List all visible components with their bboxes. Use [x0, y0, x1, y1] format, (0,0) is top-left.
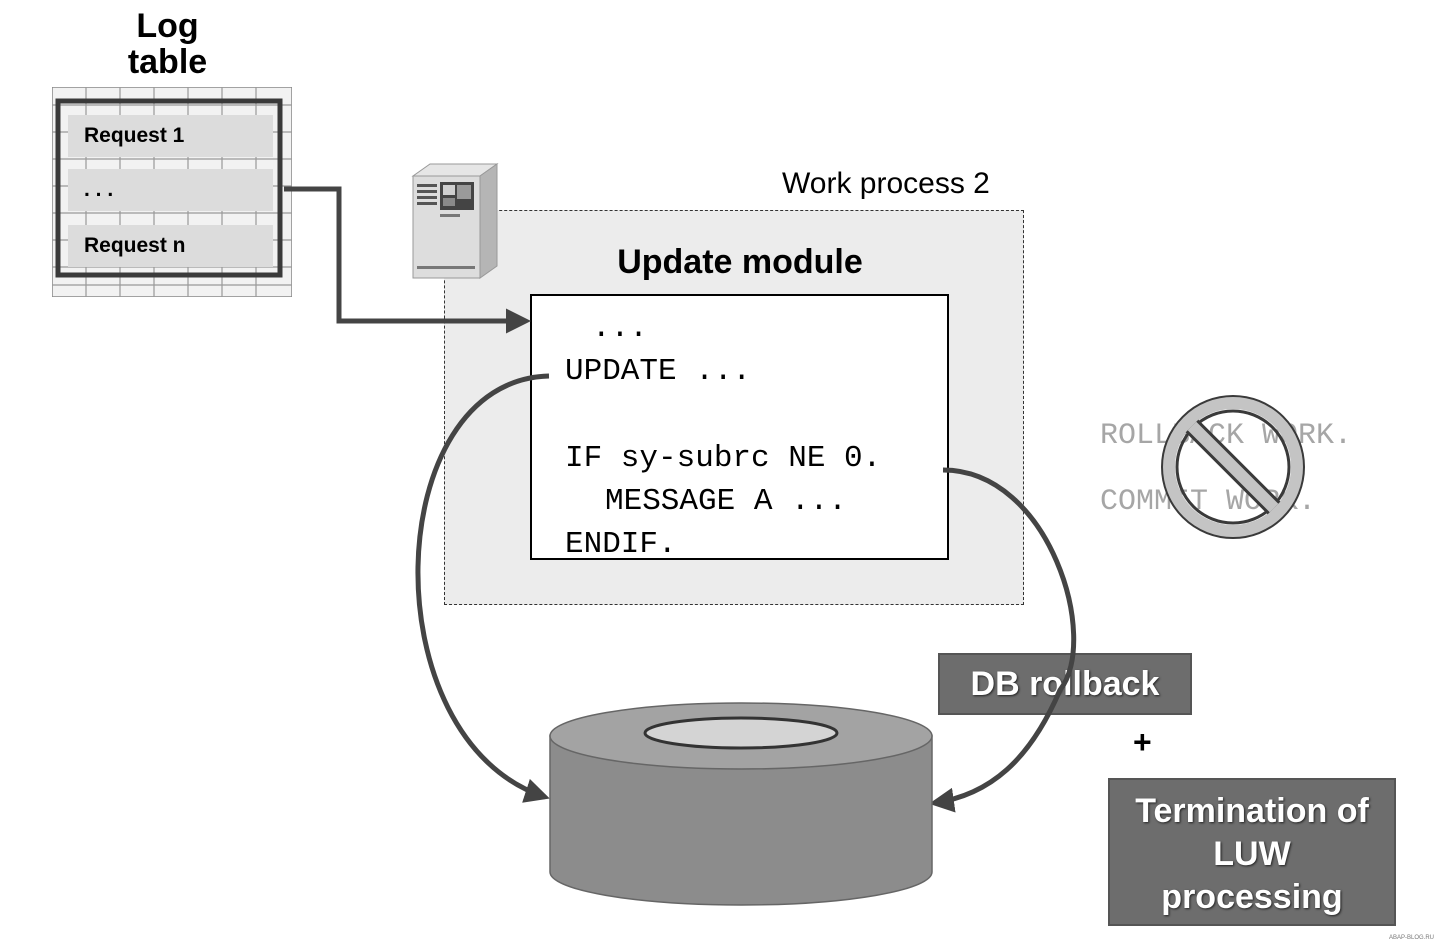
code-line-if: IF sy-subrc NE 0. [565, 441, 882, 476]
update-module-title: Update module [617, 243, 863, 281]
code-line-endif: ENDIF. [565, 527, 677, 562]
code-box: ... UPDATE ... IF sy-subrc NE 0. MESSAGE… [530, 294, 949, 562]
plus-sign: + [1133, 724, 1152, 760]
log-row-ellipsis: . . . [68, 169, 273, 211]
code-line-message: MESSAGE A ... [605, 484, 847, 519]
log-table-title-line1: Log [136, 7, 199, 45]
work-process-label: Work process 2 [782, 167, 990, 200]
termination-line3: processing [1161, 878, 1343, 916]
log-table-title: Log table [110, 8, 225, 80]
prohibition-icon [1161, 395, 1305, 539]
code-line-ellipsis: ... [592, 311, 648, 346]
update-to-db-arrow [415, 373, 550, 803]
termination-line2: LUW [1213, 835, 1291, 873]
log-to-module-arrow [284, 186, 531, 334]
code-line-update: UPDATE ... [565, 354, 752, 389]
footer-watermark: ABAP-BLOG.RU [1388, 935, 1434, 941]
rollback-to-db-arrow [929, 467, 1077, 813]
log-row-request-1: Request 1 [68, 115, 273, 157]
log-row-request-n: Request n [68, 225, 273, 267]
termination-box: Termination of LUW processing [1108, 778, 1396, 926]
server-icon [411, 163, 499, 279]
termination-line1: Termination of [1135, 792, 1369, 830]
log-table-title-line2: table [127, 43, 208, 81]
database-icon [549, 702, 933, 906]
